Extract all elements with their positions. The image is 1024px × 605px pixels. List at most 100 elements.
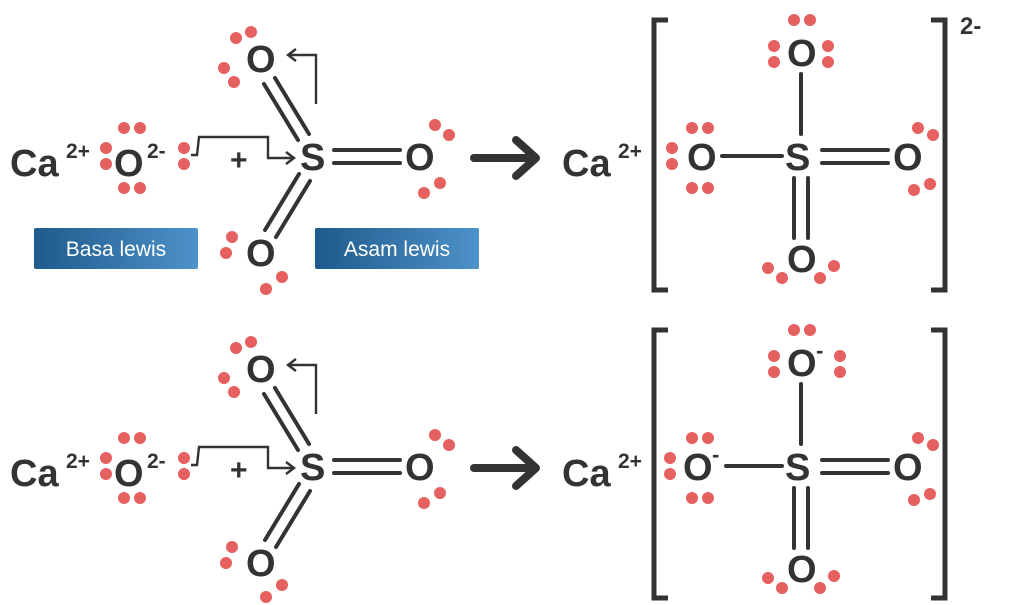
so3-lone-pairs	[218, 26, 455, 295]
electron	[924, 488, 936, 500]
electron	[226, 541, 238, 553]
label-box	[34, 228, 198, 269]
donation-arrow	[191, 445, 294, 470]
electron	[927, 439, 939, 451]
double-bond-top	[262, 392, 300, 452]
sulfate-lone-pairs	[666, 14, 939, 284]
electron	[134, 122, 146, 134]
oxide-charge: 2-	[147, 140, 166, 163]
double-bond-bottom	[263, 172, 301, 232]
electron	[768, 56, 780, 68]
electron	[804, 324, 816, 336]
calcium-charge: 2+	[618, 450, 642, 473]
electron	[220, 557, 232, 569]
lewis-acid-label: Asam lewis	[315, 228, 479, 269]
electron	[276, 271, 288, 283]
electron	[418, 497, 430, 509]
shift-arrow	[288, 363, 318, 414]
oxygen-right: O	[405, 447, 435, 489]
right-bracket	[931, 17, 948, 293]
electron	[178, 158, 190, 170]
electron	[245, 336, 257, 348]
so3-lone-pairs	[218, 336, 455, 603]
electron	[686, 492, 698, 504]
electron	[228, 386, 240, 398]
bottom-reaction: Ca 2+ O 2- + S O O O	[10, 324, 948, 603]
electron	[927, 129, 939, 141]
electron	[429, 429, 441, 441]
electron	[814, 272, 826, 284]
electron	[828, 260, 840, 272]
electron	[664, 452, 676, 464]
electron	[924, 178, 936, 190]
oxide-charge: 2-	[147, 450, 166, 473]
electron	[134, 492, 146, 504]
electron	[260, 591, 272, 603]
electron	[245, 26, 257, 38]
electron	[908, 184, 920, 196]
donation-arrow-head	[285, 461, 296, 475]
calcium-charge: 2+	[618, 140, 642, 163]
electron	[702, 182, 714, 194]
electron	[822, 40, 834, 52]
electron	[762, 572, 774, 584]
lewis-base-label: Basa lewis	[34, 228, 198, 269]
shift-arrow-head	[286, 48, 297, 62]
electron	[686, 432, 698, 444]
oxygen-bottom: O	[787, 549, 817, 591]
oxygen-top: O	[246, 349, 276, 391]
oxygen-top: O	[787, 33, 817, 75]
electron	[218, 372, 230, 384]
oxygen-right: O	[893, 137, 923, 179]
calcium-charge: 2+	[66, 140, 90, 163]
sulfate-lone-pairs	[664, 324, 939, 594]
electron	[912, 432, 924, 444]
electron	[686, 122, 698, 134]
electron	[100, 158, 112, 170]
sulfur-atom: S	[300, 137, 325, 179]
electron	[822, 56, 834, 68]
electron	[228, 76, 240, 88]
double-bond-top	[273, 386, 311, 446]
label-text: Asam lewis	[344, 238, 450, 261]
electron	[664, 468, 676, 480]
electron	[776, 582, 788, 594]
electron	[702, 492, 714, 504]
oxygen-left-charge: -	[712, 442, 719, 467]
electron	[834, 366, 846, 378]
electron	[276, 579, 288, 591]
reaction-arrow-head	[512, 136, 540, 180]
sulfur-atom: S	[300, 447, 325, 489]
oxide-atom: O	[114, 143, 144, 185]
oxide-atom: O	[114, 453, 144, 495]
double-bond-bottom	[263, 482, 301, 542]
oxygen-right: O	[893, 447, 923, 489]
oxide-lone-pairs	[100, 122, 190, 194]
electron	[220, 247, 232, 259]
oxygen-bottom: O	[246, 233, 276, 275]
double-bond-bottom	[274, 489, 312, 549]
electron	[434, 177, 446, 189]
sulfur-atom: S	[785, 447, 810, 489]
shift-arrow	[288, 53, 318, 104]
label-box	[315, 228, 479, 269]
oxygen-top: O	[787, 343, 817, 385]
electron	[776, 272, 788, 284]
donation-arrow-head	[285, 151, 296, 165]
calcium-atom: Ca	[10, 143, 59, 185]
electron	[118, 182, 130, 194]
electron	[100, 468, 112, 480]
electron	[768, 366, 780, 378]
label-text: Basa lewis	[66, 238, 166, 261]
right-bracket	[931, 327, 948, 601]
plus-sign: +	[230, 144, 248, 177]
electron	[908, 494, 920, 506]
electron	[118, 122, 130, 134]
electron	[788, 14, 800, 26]
oxygen-top-charge: -	[816, 338, 823, 363]
electron	[666, 158, 678, 170]
double-bond-top	[262, 82, 300, 142]
calcium-atom: Ca	[562, 453, 611, 495]
electron	[178, 468, 190, 480]
